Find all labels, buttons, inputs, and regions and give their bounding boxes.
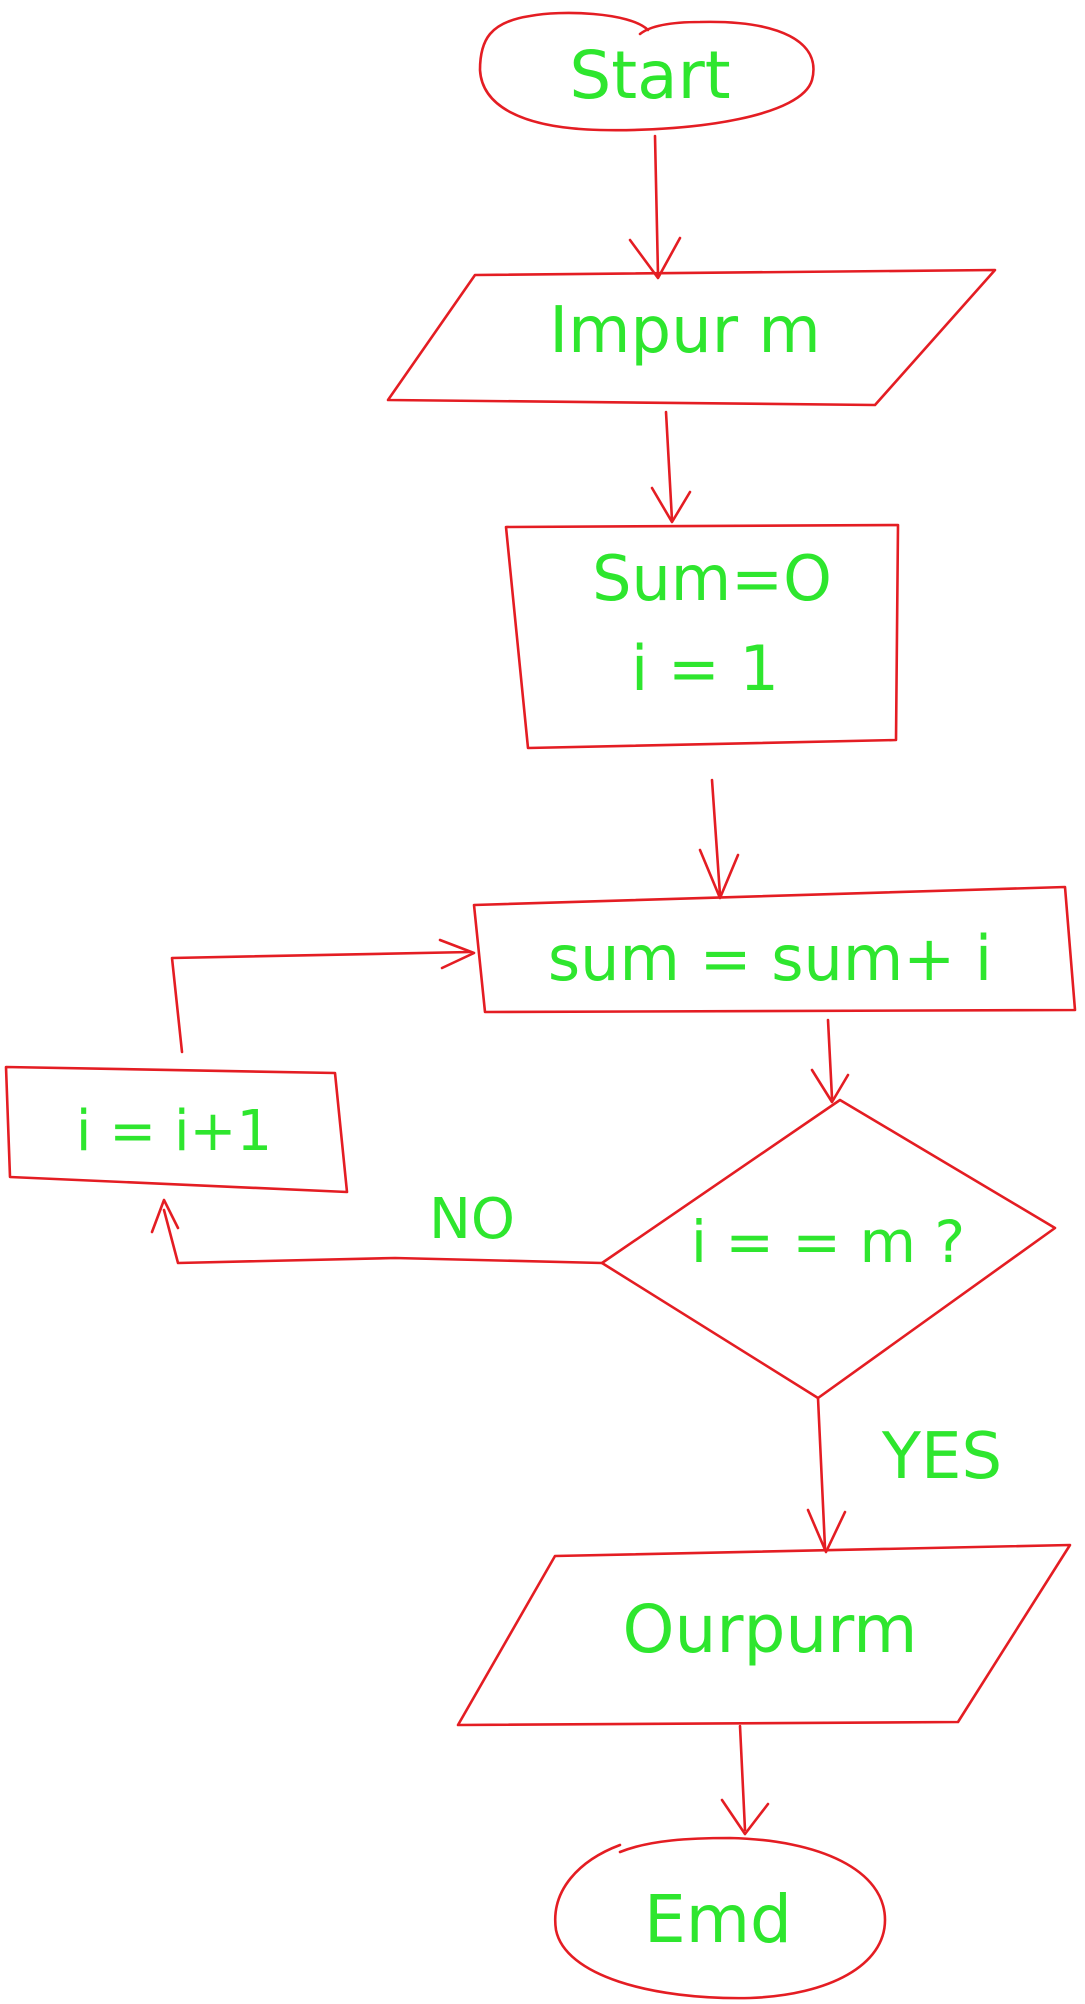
output-label: Ourpurm: [623, 1591, 918, 1668]
init-node: Sum=O i = 1: [504, 523, 900, 750]
accumulate-label: sum = sum+ i: [548, 922, 992, 995]
increment-node: i = i+1: [4, 1065, 349, 1194]
arrow-increment-to-accumulate: [170, 938, 476, 1054]
init-sum-label: Sum=O: [592, 542, 832, 615]
yes-label: YES: [881, 1420, 1002, 1494]
condition-node: i = = m ?: [600, 1098, 1057, 1400]
start-node: Start: [478, 11, 815, 132]
arrow-output-to-end: [720, 1724, 770, 1836]
arrow-yes-to-output: [806, 1396, 847, 1554]
end-label: Emd: [644, 1881, 792, 1958]
arrow-no-to-increment: [150, 1198, 604, 1265]
input-label: Impur m: [549, 294, 820, 368]
start-label: Start: [569, 37, 730, 114]
arrow-init-to-accumulate: [698, 778, 740, 900]
accumulate-node: sum = sum+ i: [472, 885, 1077, 1014]
input-node: Impur m: [386, 268, 997, 407]
arrow-input-to-init: [650, 410, 692, 524]
output-node: Ourpurm: [456, 1543, 1072, 1727]
end-node: Emd: [553, 1836, 887, 2000]
init-i-label: i = 1: [631, 632, 779, 705]
arrow-accumulate-to-condition: [810, 1018, 850, 1104]
condition-label: i = = m ?: [691, 1208, 965, 1276]
increment-label: i = i+1: [76, 1099, 272, 1164]
arrow-start-to-input: [628, 134, 682, 280]
no-label: NO: [429, 1187, 515, 1252]
